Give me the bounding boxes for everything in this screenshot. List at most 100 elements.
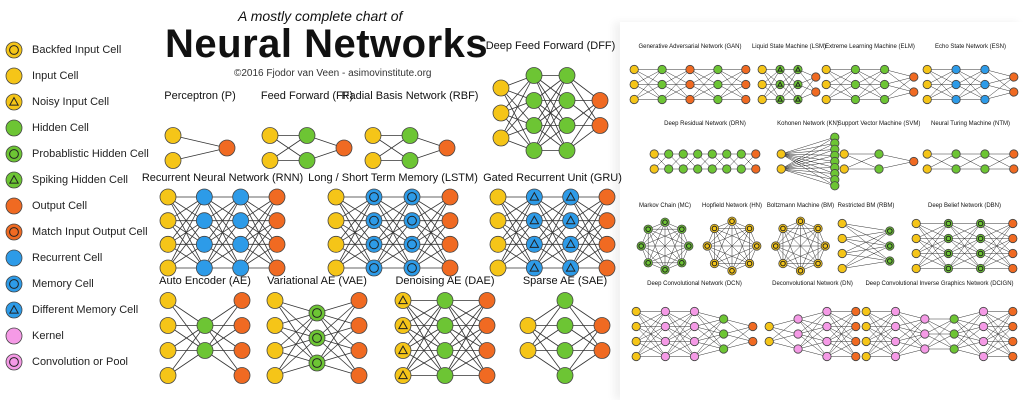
network-node [403, 235, 421, 253]
network-node [909, 87, 919, 97]
network-diagram: Gated Recurrent Unit (GRU) [483, 172, 622, 277]
network-edge [844, 153, 880, 170]
network-edge [782, 228, 801, 271]
network-node [196, 317, 214, 334]
legend-symbol-inner [8, 174, 20, 184]
network-node [232, 259, 250, 277]
network-edge [274, 337, 318, 376]
network-node [478, 342, 496, 359]
network-node [159, 188, 177, 206]
network-edge [204, 300, 243, 351]
network-node [478, 292, 496, 309]
network-edge [240, 196, 278, 245]
legend-label: Memory Cell [32, 278, 94, 290]
network-node [890, 351, 901, 362]
network-node [1008, 248, 1018, 259]
network-node [949, 314, 959, 324]
network-node [776, 149, 786, 159]
network-node [159, 367, 177, 384]
network-node [401, 127, 419, 144]
network-node [664, 149, 674, 159]
network-edge [842, 230, 890, 254]
network-node-inner [529, 262, 540, 272]
network-node-inner [645, 260, 651, 266]
network-edge [782, 228, 819, 264]
network-node [685, 94, 695, 105]
network-edge [842, 230, 890, 269]
network-node [519, 342, 537, 359]
network-edge [167, 196, 205, 245]
network-edge [866, 311, 896, 342]
network-node-inner [645, 226, 651, 232]
network-edge [826, 84, 856, 100]
network-node [664, 164, 674, 174]
network-edge [948, 253, 981, 269]
network-edge [316, 325, 360, 364]
network-edge [167, 220, 205, 269]
network-edge [570, 196, 608, 269]
hidden-cell-icon [5, 119, 23, 137]
network-node [195, 212, 213, 230]
network-node [713, 64, 723, 75]
network-node [232, 235, 250, 253]
network-diagram: Neural Turing Machine (NTM) [922, 121, 1019, 174]
legend-item: Hidden Cell [4, 118, 89, 138]
network-node [525, 259, 543, 277]
network-node [689, 321, 700, 332]
network-node [978, 336, 989, 347]
network-node-inner [794, 96, 801, 102]
network-node [689, 351, 700, 362]
network-edge [634, 69, 663, 100]
network-edge [980, 238, 1013, 269]
network-node [943, 263, 954, 274]
network-node [951, 64, 961, 75]
network-node [1009, 87, 1019, 97]
network-node [327, 212, 345, 230]
network-edge [497, 196, 535, 269]
chart-title: Neural Networks [165, 22, 489, 66]
network-node [403, 188, 421, 206]
output-cell-icon [5, 197, 23, 215]
network-edge [955, 69, 986, 100]
network-node [660, 217, 670, 227]
network-node [719, 314, 729, 324]
network-edge [916, 223, 949, 239]
network-edge [954, 326, 984, 350]
network-edge [534, 196, 571, 245]
network-edge [781, 153, 835, 187]
network-node-inner [729, 267, 735, 274]
network-node [922, 149, 932, 159]
network-edge [781, 167, 835, 170]
network-node [689, 306, 700, 317]
network-edge [984, 153, 1014, 170]
network-edge [927, 153, 957, 170]
network-diagram: Denoising AE (DAE) [394, 275, 496, 384]
network-node [678, 149, 688, 159]
network-node [489, 188, 507, 206]
network-node [195, 259, 213, 277]
network-edge [533, 100, 568, 151]
network-node [525, 117, 543, 134]
network-edge [204, 196, 241, 245]
network-node-inner [704, 243, 711, 249]
network-edge [895, 333, 925, 357]
network-node [525, 235, 543, 253]
legend-label: Noisy Input Cell [32, 96, 110, 108]
network-node-inner [662, 266, 668, 273]
legend-label: Convolution or Pool [32, 356, 129, 368]
network-node [159, 212, 177, 230]
network-node [822, 321, 832, 332]
network-edge [204, 220, 241, 269]
network-node [1008, 218, 1018, 229]
network-node [951, 79, 961, 90]
network-node [813, 223, 823, 234]
network-edge [648, 228, 689, 247]
network-edge [781, 153, 835, 162]
network-node [441, 235, 459, 253]
network-edge [866, 341, 896, 357]
network-edge [444, 300, 488, 376]
network-node [811, 72, 821, 82]
network-node [525, 142, 543, 159]
kernel-icon [5, 327, 23, 345]
network-node [489, 259, 507, 277]
